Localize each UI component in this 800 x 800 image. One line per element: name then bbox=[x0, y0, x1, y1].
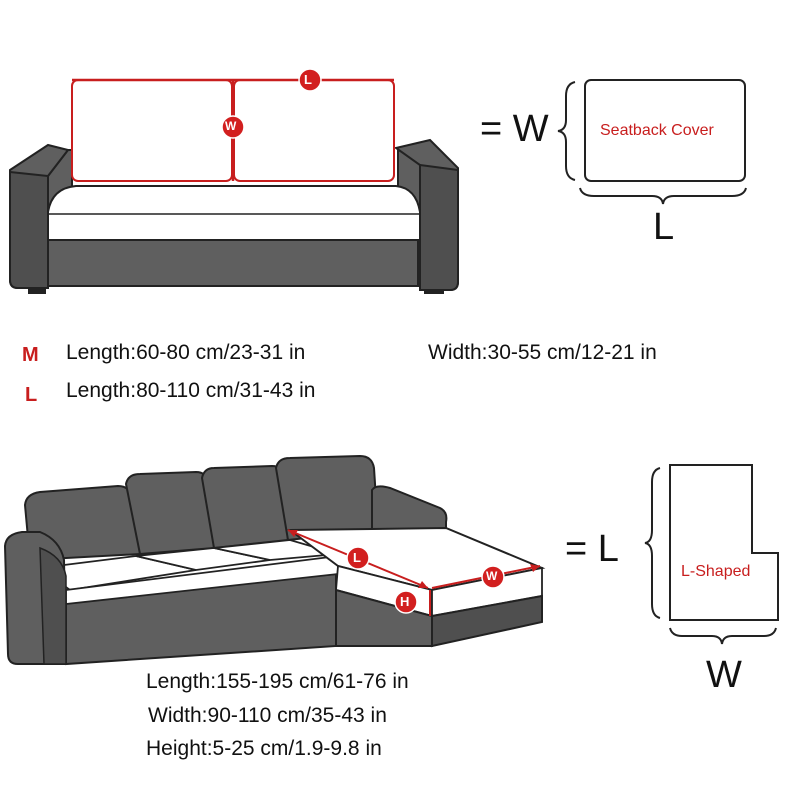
bottom-chaise-base-side bbox=[431, 594, 543, 648]
top-length-badge bbox=[298, 68, 322, 92]
top-back-cushion-right bbox=[233, 79, 395, 182]
bottom-width-badge bbox=[481, 565, 505, 589]
top-cover-width-brace bbox=[557, 81, 576, 181]
bottom-cover-width-label: W bbox=[706, 654, 742, 696]
bottom-arm-left-front bbox=[39, 546, 67, 665]
bottom-length-badge bbox=[346, 546, 370, 570]
bottom-cover-width-brace bbox=[669, 627, 777, 645]
bottom-height-badge bbox=[394, 590, 418, 614]
size-m-width: Width:30-55 cm/12-21 in bbox=[428, 341, 657, 364]
bottom-cover-length-brace bbox=[644, 467, 661, 619]
top-width-badge bbox=[221, 115, 245, 139]
l-shaped-width-spec: Width:90-110 cm/35-43 in bbox=[148, 704, 387, 727]
top-sofa-seat bbox=[47, 185, 421, 241]
l-shaped-cover-label: L-Shaped bbox=[681, 563, 751, 580]
bottom-arm-right bbox=[371, 485, 448, 536]
size-m-length: Length:60-80 cm/23-31 in bbox=[66, 341, 306, 364]
size-m-label: M bbox=[22, 344, 39, 366]
l-shaped-height-spec: Height:5-25 cm/1.9-9.8 in bbox=[146, 737, 382, 760]
top-sofa-arm-right-front bbox=[419, 163, 459, 291]
top-cover-length-label: L bbox=[653, 206, 675, 248]
bottom-length-badge-label: L bbox=[353, 550, 361, 565]
seatback-cover-label: Seatback Cover bbox=[600, 122, 714, 139]
seatback-cover-shape bbox=[584, 79, 746, 182]
l-shaped-cover-shape bbox=[669, 464, 779, 621]
bottom-back-cushion-3 bbox=[200, 464, 290, 550]
top-equals-label: = W bbox=[480, 108, 549, 150]
top-width-badge-label: W bbox=[225, 119, 237, 133]
top-length-badge-label: L bbox=[304, 72, 312, 87]
bottom-width-badge-label: W bbox=[486, 569, 498, 583]
bottom-back-cushion-2 bbox=[124, 470, 216, 556]
top-sofa-illustration bbox=[9, 68, 747, 294]
bottom-back-cushion-4 bbox=[274, 454, 380, 542]
size-l-label: L bbox=[25, 384, 38, 406]
l-shaped-length-spec: Length:155-195 cm/61-76 in bbox=[146, 670, 409, 693]
top-sofa-arm-left-front bbox=[9, 170, 49, 289]
bottom-sofa-illustration bbox=[3, 454, 779, 666]
bottom-equals-label: = L bbox=[565, 528, 619, 570]
top-cover-length-brace bbox=[579, 187, 747, 205]
top-sofa-base bbox=[45, 239, 419, 287]
size-l-length: Length:80-110 cm/31-43 in bbox=[66, 379, 316, 402]
bottom-height-badge-label: H bbox=[400, 594, 410, 609]
top-back-cushion-left bbox=[71, 79, 233, 182]
